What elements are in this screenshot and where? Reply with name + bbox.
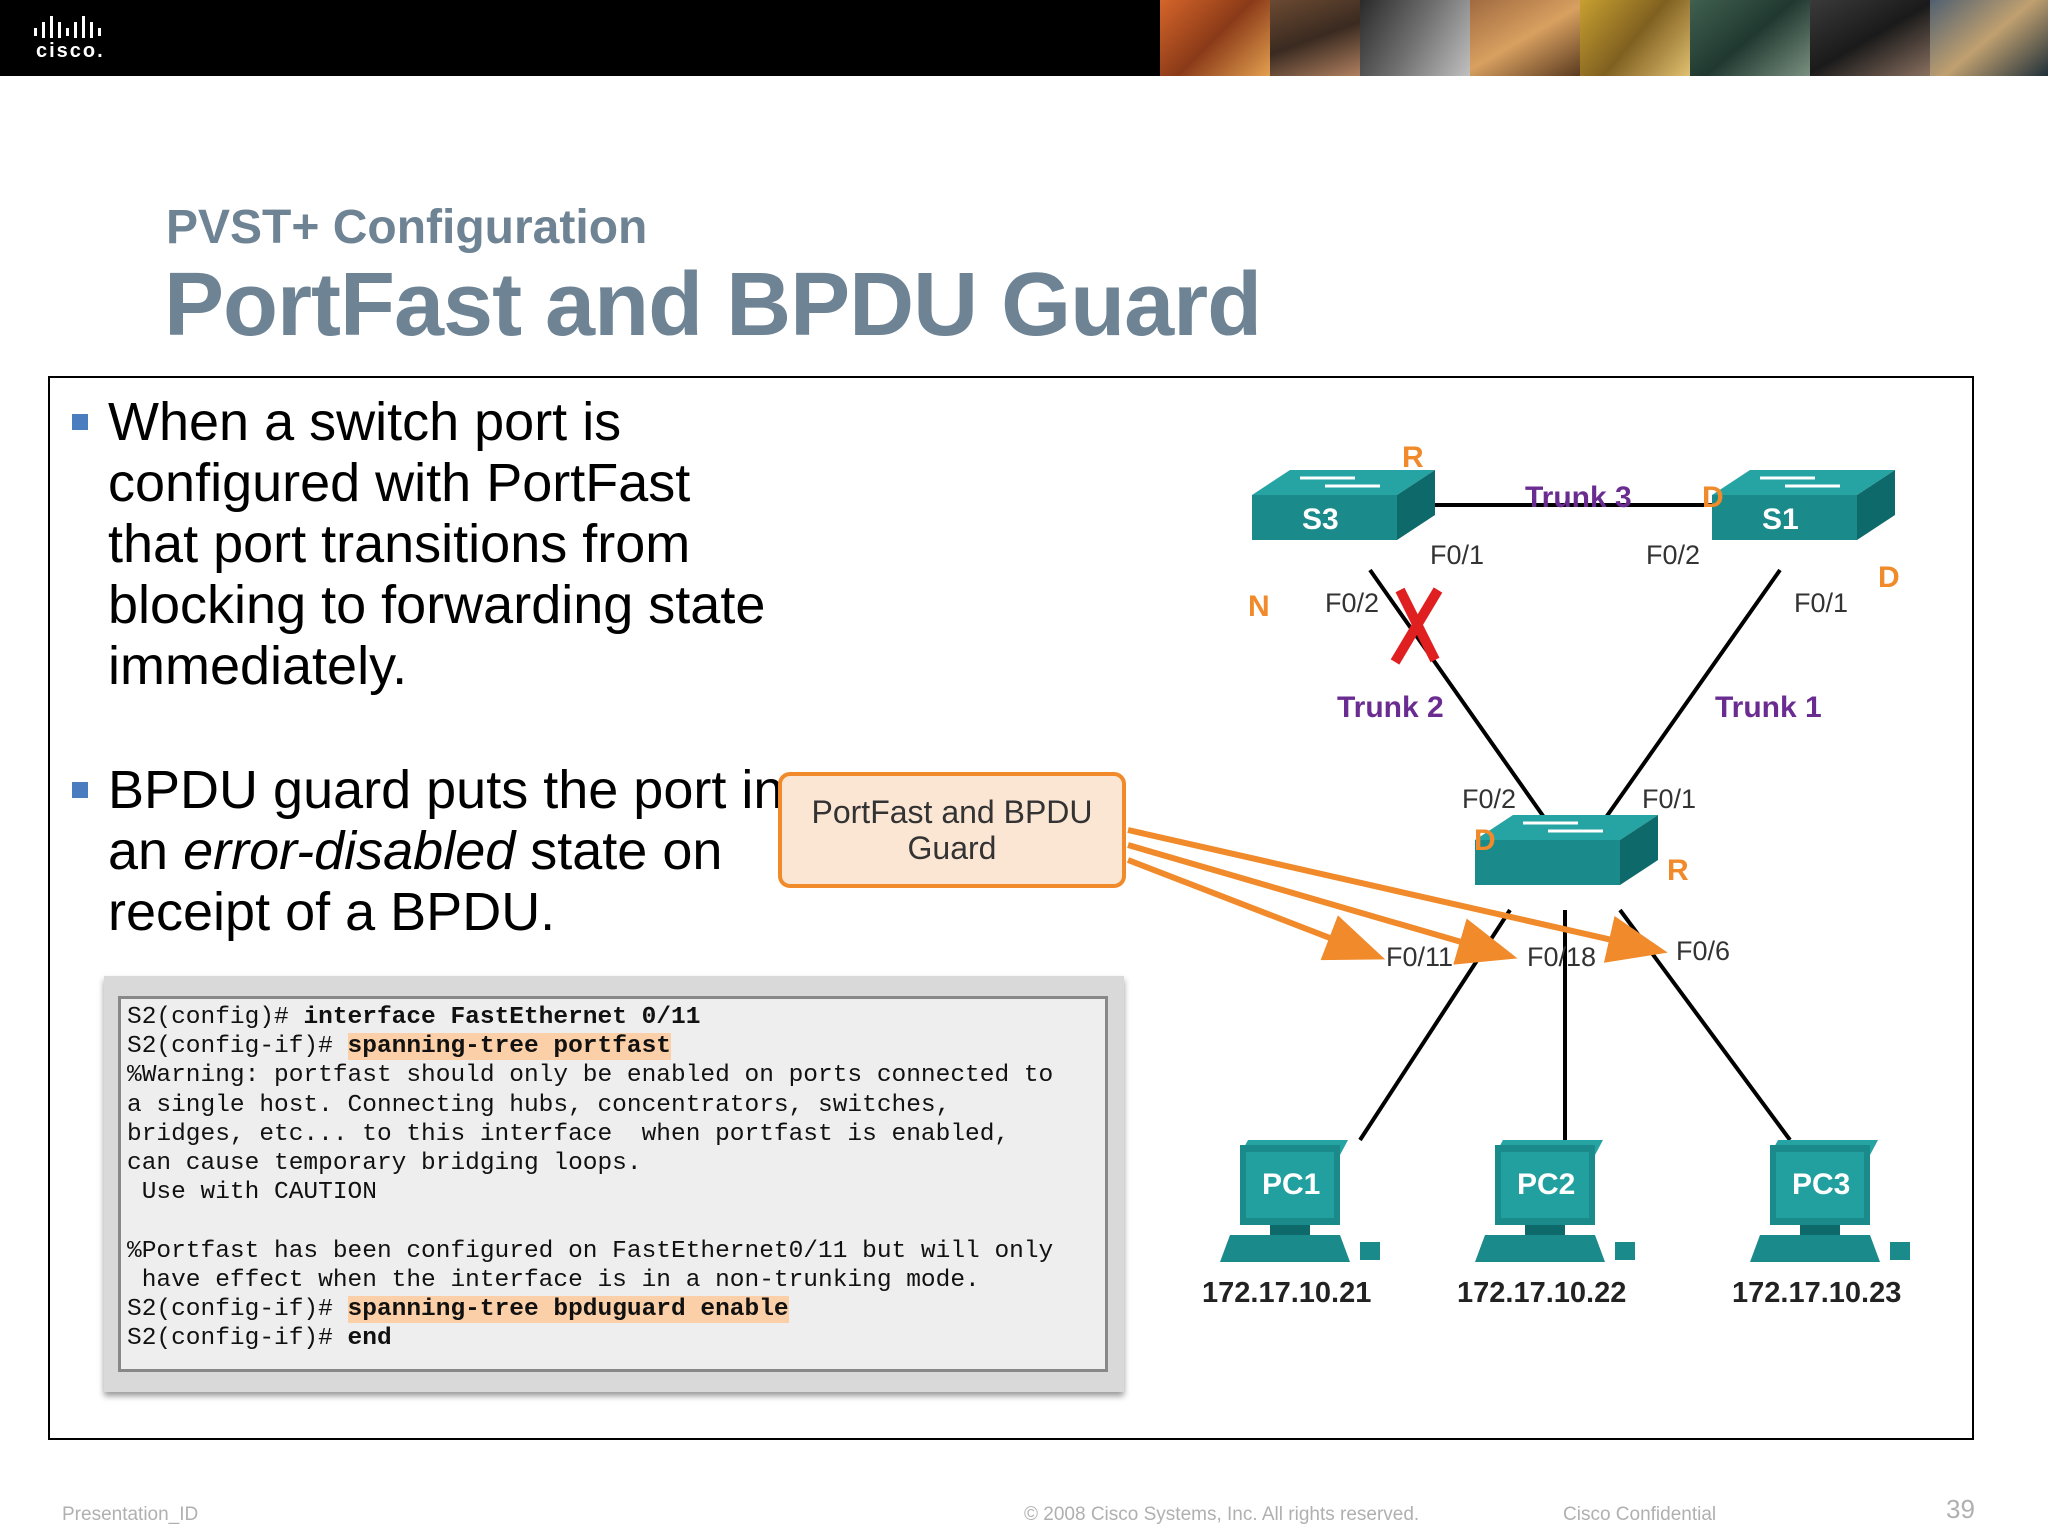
pc-icon: PC2 172.17.10.22 [1457, 1140, 1635, 1309]
port-role-label: R [1402, 441, 1424, 474]
cli-line: Use with CAUTION [127, 1179, 377, 1207]
cli-line: S2(config)# interface FastEthernet 0/11 [127, 1003, 1099, 1032]
cli-command: interface FastEthernet 0/11 [303, 1004, 701, 1031]
bullet-square-icon [72, 782, 88, 798]
pc-ip-label: 172.17.10.21 [1202, 1277, 1371, 1309]
header-photo [1270, 0, 1360, 76]
port-label: F0/18 [1527, 942, 1596, 972]
slide-title: PortFast and BPDU Guard [164, 255, 1262, 355]
cli-prompt: S2(config-if)# [127, 1033, 348, 1061]
trunk1-link [1588, 568, 1782, 842]
cli-line: S2(config-if)# end [127, 1324, 1099, 1353]
port-role-label: D [1702, 481, 1724, 514]
header-photo [1580, 0, 1690, 76]
trunk2-link [1368, 568, 1562, 842]
pc-label: PC1 [1262, 1168, 1320, 1201]
header-photo-strip [1160, 0, 2048, 76]
port-role-label: N [1248, 590, 1270, 623]
footer-confidential: Cisco Confidential [1563, 1504, 1717, 1525]
portfast-bpdu-guard-callout: PortFast and BPDU Guard [778, 772, 1126, 888]
trunk1-label: Trunk 1 [1715, 691, 1822, 724]
cli-line: a single host. Connecting hubs, concentr… [127, 1091, 951, 1119]
trunk3-label: Trunk 3 [1525, 481, 1632, 514]
port-label: F0/6 [1676, 936, 1730, 966]
bullet-square-icon [72, 414, 88, 430]
port-label: F0/2 [1646, 540, 1700, 570]
logo-text: cisco. [36, 40, 105, 62]
cli-line: S2(config-if)# spanning-tree bpduguard e… [127, 1295, 1099, 1324]
cli-prompt: S2(config)# [127, 1004, 304, 1031]
switch-s2-icon [1475, 815, 1658, 885]
cli-line: S2(config-if)# spanning-tree portfast [127, 1032, 1099, 1061]
pc-icon: PC1 172.17.10.21 [1202, 1140, 1380, 1309]
page-number: 39 [1946, 1494, 1975, 1524]
content-frame [48, 376, 1974, 1440]
port-label: F0/2 [1325, 588, 1379, 618]
cli-prompt: S2(config-if)# [127, 1295, 348, 1323]
slide-subtitle: PVST+ Configuration [166, 201, 648, 254]
pc-ip-label: 172.17.10.23 [1732, 1277, 1901, 1309]
pc-icon: PC3 172.17.10.23 [1732, 1140, 1910, 1309]
footer-presentation-id: Presentation_ID [62, 1504, 199, 1525]
trunk2-label: Trunk 2 [1337, 691, 1444, 724]
header-photo [1930, 0, 2048, 76]
cisco-logo-icon [34, 16, 101, 38]
switch-s3-icon [1252, 470, 1435, 540]
callout-text: PortFast and BPDU Guard [811, 794, 1093, 866]
bullet-portfast: When a switch port is configured with Po… [108, 392, 788, 697]
pc-ip-label: 172.17.10.22 [1457, 1277, 1626, 1309]
pc-group: PC1 172.17.10.21 PC2 172.17.10.22 PC3 172.17.… [1202, 1140, 1910, 1309]
switch-s1-label: S1 [1762, 503, 1799, 536]
header-photo [1470, 0, 1580, 76]
header-photo [1690, 0, 1810, 76]
header-photo [1160, 0, 1270, 76]
cli-line [127, 1207, 1099, 1236]
bullet-text: When a switch port is configured with Po… [108, 392, 766, 696]
bullet-bpdu-guard: BPDU guard puts the port in an error-dis… [108, 760, 808, 943]
cli-line: bridges, etc... to this interface when p… [127, 1120, 1010, 1148]
cli-line: %Warning: portfast should only be enable… [127, 1062, 1054, 1090]
port-role-label: D [1878, 561, 1900, 594]
blocked-port-x-icon [1390, 587, 1443, 665]
cli-command: spanning-tree portfast [347, 1033, 671, 1061]
cli-line: %Portfast has been configured on FastEth… [127, 1237, 1054, 1265]
header-bar: cisco. [0, 0, 2048, 76]
header-photo [1810, 0, 1930, 76]
port-label: F0/1 [1794, 588, 1848, 618]
pc-label: PC2 [1517, 1168, 1575, 1201]
cli-command: end [347, 1325, 392, 1353]
pc-label: PC3 [1792, 1168, 1850, 1201]
cli-line: can cause temporary bridging loops. [127, 1149, 642, 1177]
switch-s1-icon [1712, 470, 1895, 540]
bullet-text-before: BPDU guard puts the port in an [108, 760, 784, 881]
port-label: F0/1 [1642, 784, 1696, 814]
cli-prompt: S2(config-if)# [127, 1325, 348, 1353]
cli-command: spanning-tree bpduguard enable [347, 1295, 789, 1323]
port-label: F0/11 [1386, 942, 1453, 972]
port-role-label: D [1474, 824, 1496, 857]
bullet-text-after: state on receipt of a BPDU. [108, 821, 723, 942]
header-photo [1360, 0, 1470, 76]
port-label: F0/1 [1430, 540, 1484, 570]
footer-copyright: © 2008 Cisco Systems, Inc. All rights re… [1024, 1504, 1420, 1525]
switch-s2-label: S2 [1524, 881, 1561, 914]
stp-topology-diagram: S3 S1 S2 Trunk 3 Trunk 2 Trunk 1 F0/1 F0… [1202, 441, 1910, 1309]
switch-s3-label: S3 [1302, 503, 1339, 536]
port-role-label: R [1667, 854, 1689, 887]
cli-line: have effect when the interface is in a n… [127, 1266, 980, 1294]
port-label: F0/2 [1462, 784, 1516, 814]
bullet-emphasis: error-disabled [183, 821, 516, 881]
